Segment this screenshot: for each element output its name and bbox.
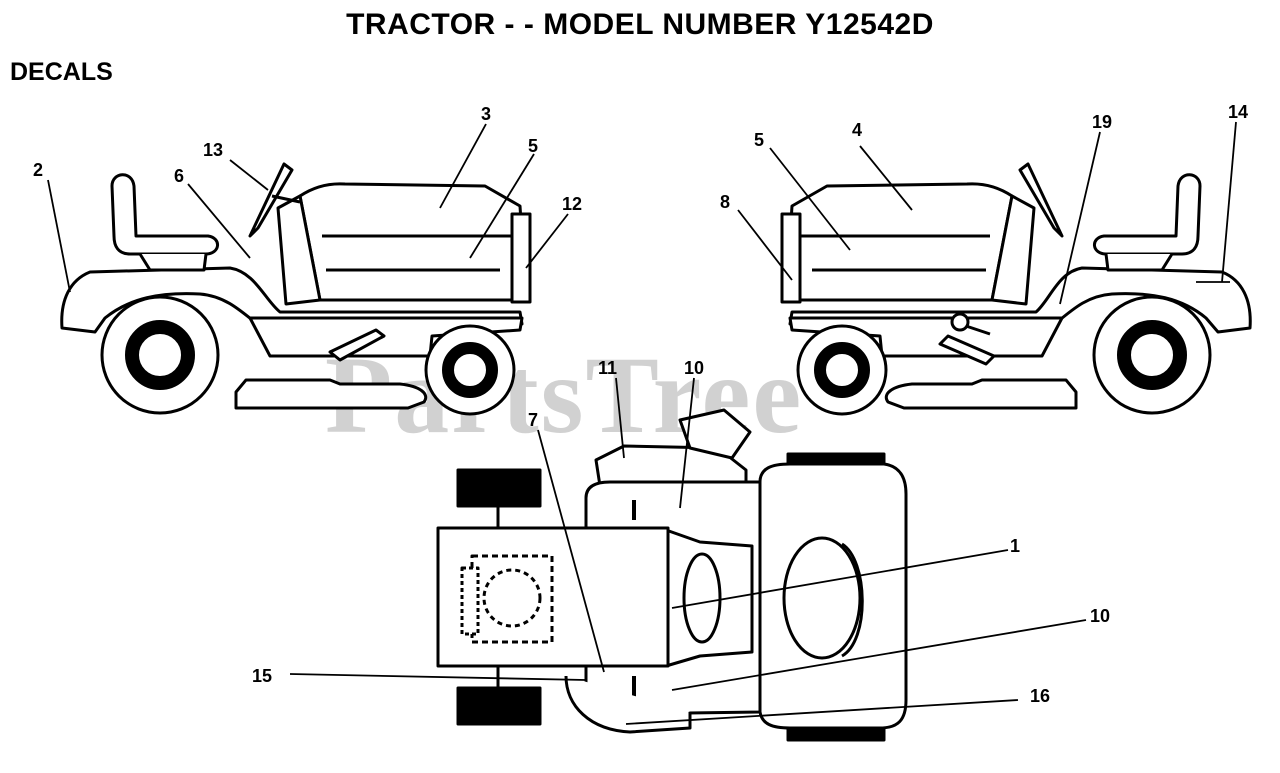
- callout-13: 13: [203, 140, 223, 160]
- callout-14: 14: [1228, 102, 1248, 122]
- callout-12: 12: [562, 194, 582, 214]
- callout-6: 6: [174, 166, 184, 186]
- callout-10-bottom: 10: [1090, 606, 1110, 626]
- callout-5-right: 5: [754, 130, 764, 150]
- diagram-title: TRACTOR - - MODEL NUMBER Y12542D: [346, 8, 934, 41]
- callout-16: 16: [1030, 686, 1050, 706]
- callout-5-left: 5: [528, 136, 538, 156]
- callout-7: 7: [528, 410, 538, 430]
- callout-10-top: 10: [684, 358, 704, 378]
- callout-2: 2: [33, 160, 43, 180]
- callout-15: 15: [252, 666, 272, 686]
- section-title: DECALS: [10, 58, 113, 86]
- callout-3: 3: [481, 104, 491, 124]
- callout-1: 1: [1010, 536, 1020, 556]
- callout-4: 4: [852, 120, 862, 140]
- tractor-right-side-view: [780, 162, 1252, 416]
- callout-19: 19: [1092, 112, 1112, 132]
- tractor-left-side-view: [60, 162, 532, 416]
- callout-11: 11: [598, 358, 617, 378]
- leader-lines: [47, 121, 1237, 725]
- tractor-top-view: [436, 408, 908, 742]
- callout-8: 8: [720, 192, 730, 212]
